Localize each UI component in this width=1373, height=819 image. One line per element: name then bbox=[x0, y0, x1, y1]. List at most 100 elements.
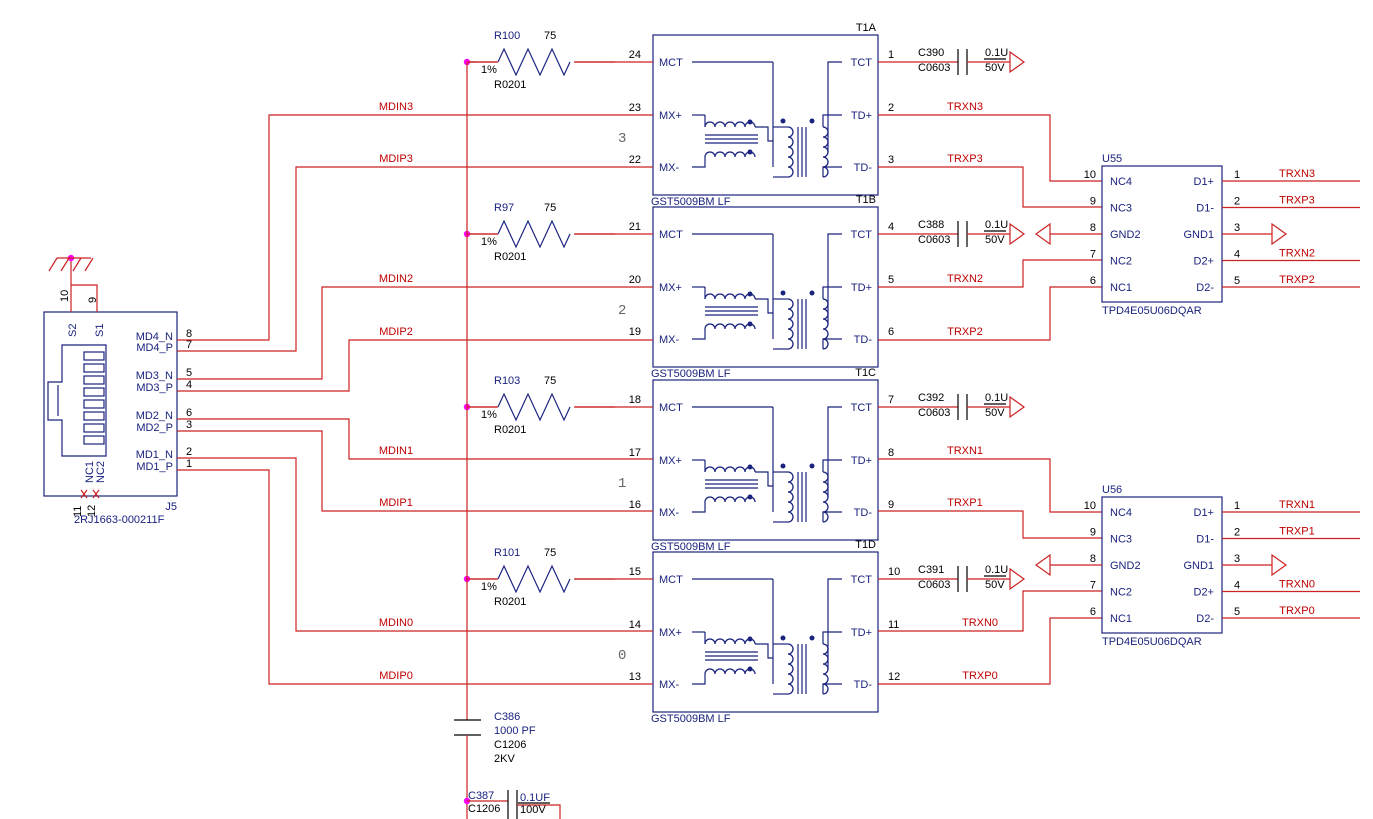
esd-pin-name: D1+ bbox=[1194, 176, 1215, 188]
td-wire bbox=[878, 286, 1102, 341]
net-label: TRXN3 bbox=[947, 101, 983, 113]
pin-name-tct: TCT bbox=[851, 57, 873, 69]
pin-name-mct: MCT bbox=[659, 229, 683, 241]
shield-pin-number: 9 bbox=[87, 297, 99, 303]
connector-pin-name: MD3_N bbox=[136, 370, 173, 382]
pin-name-mx-plus: MX+ bbox=[659, 110, 682, 122]
connector-pin-number: 6 bbox=[186, 407, 192, 419]
rj45-connector-body bbox=[43, 311, 178, 497]
resistor-tolerance: 1% bbox=[481, 409, 497, 421]
internal-wire bbox=[822, 114, 842, 127]
resistor-package: R0201 bbox=[494, 251, 526, 263]
pin-name-mx-plus: MX+ bbox=[659, 627, 682, 639]
pin-name-td-minus: TD- bbox=[854, 334, 873, 346]
esd-pin-name: D1+ bbox=[1194, 507, 1215, 519]
resistor-value: 75 bbox=[544, 547, 556, 559]
no-connect-marker bbox=[80, 489, 100, 499]
net-label: MDIP0 bbox=[379, 670, 413, 682]
channel-number: 0 bbox=[618, 648, 626, 664]
connector-pin-number: 2 bbox=[186, 446, 192, 458]
net-label: MDIP2 bbox=[379, 326, 413, 338]
pin-number: 19 bbox=[629, 326, 641, 338]
esd-pin-number: 7 bbox=[1090, 249, 1096, 261]
pin-number: 14 bbox=[629, 619, 641, 631]
polarity-dot bbox=[780, 118, 786, 124]
internal-wire bbox=[827, 406, 842, 497]
transformer-body bbox=[652, 34, 879, 196]
pin-number: 24 bbox=[629, 49, 641, 61]
pin-number: 17 bbox=[629, 447, 641, 459]
connector-pin-number: 7 bbox=[186, 339, 192, 351]
net-label: TRXP1 bbox=[1279, 526, 1314, 538]
connector-pin-number: 8 bbox=[186, 328, 192, 340]
net-label: TRXP3 bbox=[1279, 195, 1314, 207]
esd-pin-name: NC4 bbox=[1110, 507, 1132, 519]
esd-pin-number: 2 bbox=[1234, 527, 1240, 539]
resistor-ref: R101 bbox=[494, 547, 520, 559]
pin-number: 8 bbox=[888, 447, 894, 459]
polarity-dot bbox=[780, 463, 786, 469]
capacitor-voltage: 50V bbox=[985, 234, 1005, 246]
resistor-symbol bbox=[497, 47, 571, 77]
connector-pin-name: MD4_N bbox=[136, 331, 173, 343]
esd-pin-name: NC2 bbox=[1110, 256, 1132, 268]
connector-pin-number: 4 bbox=[186, 379, 192, 391]
connector-pin-name: MD1_N bbox=[136, 449, 173, 461]
net-label: TRXP3 bbox=[947, 153, 982, 165]
connector-pin-name: MD2_P bbox=[136, 422, 173, 434]
esd-pin-number: 5 bbox=[1234, 606, 1240, 618]
transformer-t1a bbox=[652, 34, 879, 196]
capacitor-ref: C387 bbox=[468, 790, 494, 802]
capacitor-voltage: 50V bbox=[985, 62, 1005, 74]
diff-pair-wire bbox=[177, 114, 653, 341]
esd-pin-name: D1- bbox=[1196, 203, 1214, 215]
pin-name-td-minus: TD- bbox=[854, 679, 873, 691]
td-wire bbox=[878, 166, 1102, 208]
pin-name-mx-minus: MX- bbox=[659, 334, 680, 346]
internal-wire bbox=[755, 298, 773, 314]
winding-coil bbox=[704, 668, 756, 675]
esd-pin-number: 1 bbox=[1234, 169, 1240, 181]
net-label: MDIN2 bbox=[379, 273, 413, 285]
resistor-package: R0201 bbox=[494, 79, 526, 91]
pin-number: 21 bbox=[629, 221, 641, 233]
pin-number: 5 bbox=[888, 274, 894, 286]
transformer-ref: T1B bbox=[856, 194, 876, 206]
transformer-t1d bbox=[652, 551, 879, 713]
pin-number: 16 bbox=[629, 499, 641, 511]
pin-name-td-minus: TD- bbox=[854, 507, 873, 519]
winding-coil bbox=[787, 298, 794, 350]
esd-pin-name: GND2 bbox=[1110, 560, 1141, 572]
pin-name-tct: TCT bbox=[851, 402, 873, 414]
esd-pin-number: 4 bbox=[1234, 580, 1240, 592]
transformer-body bbox=[652, 206, 879, 368]
channel-number: 2 bbox=[618, 303, 626, 319]
pin-name-tct: TCT bbox=[851, 229, 873, 241]
diff-pair-wire bbox=[177, 418, 653, 460]
ground-arrow bbox=[1034, 553, 1051, 577]
internal-wire bbox=[692, 674, 706, 685]
net-label: TRXP0 bbox=[1279, 605, 1314, 617]
esd-pin-number: 8 bbox=[1090, 222, 1096, 234]
internal-wire bbox=[822, 631, 842, 644]
transformer-ref: T1C bbox=[855, 367, 876, 379]
capacitor-package: C0603 bbox=[918, 62, 950, 74]
pin-name-td-minus: TD- bbox=[854, 162, 873, 174]
rj45-contact-icon bbox=[83, 375, 105, 385]
diff-pair-wire bbox=[177, 339, 653, 392]
winding-coil bbox=[787, 471, 794, 523]
capacitor-package: C1206 bbox=[468, 803, 500, 815]
internal-wire bbox=[692, 502, 706, 513]
capacitor-ref: C392 bbox=[918, 392, 944, 404]
esd-pin-number: 9 bbox=[1090, 196, 1096, 208]
esd-pin-name: GND1 bbox=[1183, 229, 1214, 241]
resistor-symbol bbox=[497, 392, 571, 422]
resistor-value: 75 bbox=[544, 375, 556, 387]
pin-name-mx-minus: MX- bbox=[659, 679, 680, 691]
internal-wire bbox=[755, 643, 773, 659]
td-wire bbox=[878, 510, 1102, 539]
transformer-ref: T1D bbox=[855, 539, 876, 551]
resistor-value: 75 bbox=[544, 30, 556, 42]
pin-number: 7 bbox=[888, 394, 894, 406]
